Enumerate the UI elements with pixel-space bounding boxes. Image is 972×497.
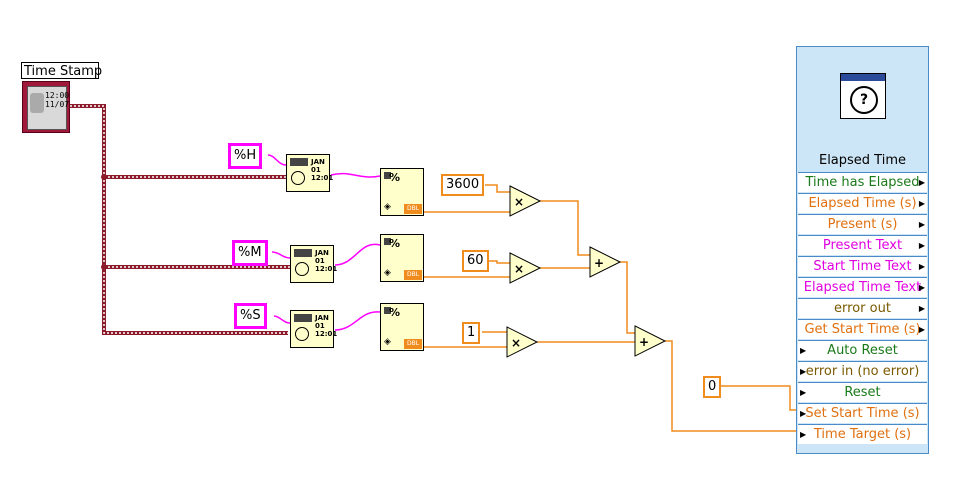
clock-icon <box>291 171 305 185</box>
output-terminal[interactable]: Elapsed Time Text▶ <box>798 277 927 297</box>
multiply-node-3 <box>506 326 539 358</box>
scan-string-node-1[interactable]: %◈DBL <box>380 168 424 216</box>
string-wire <box>334 243 381 266</box>
input-terminal[interactable]: ▶ Time Target (s) <box>798 424 927 444</box>
scan-string-node-3[interactable]: %◈DBL <box>380 303 424 351</box>
numeric-wire <box>665 340 797 432</box>
output-arrow-icon: ▶ <box>918 304 925 313</box>
multiply-symbol: × <box>514 262 524 276</box>
input-arrow-icon: ▶ <box>800 388 807 397</box>
output-arrow-icon: ▶ <box>918 241 925 250</box>
string-wire <box>330 172 381 178</box>
output-arrow-icon: ▶ <box>918 262 925 271</box>
output-terminal[interactable]: Time has Elapsed▶ <box>798 172 927 192</box>
multiply-node-2 <box>509 252 542 284</box>
terminal-label: Present Text <box>822 238 903 253</box>
output-terminal[interactable]: Start Time Text ▶ <box>798 256 927 276</box>
numeric-wire <box>720 385 797 411</box>
string-wire <box>273 315 291 324</box>
terminal-label: Start Time Text <box>813 259 912 274</box>
output-terminal[interactable]: error out ▶ <box>798 298 927 318</box>
terminal-label: Auto Reset <box>827 343 898 358</box>
elapsed-time-title: Elapsed Time <box>818 153 906 168</box>
add-symbol: + <box>639 335 649 349</box>
clock-icon <box>295 327 309 341</box>
multiply-node-1 <box>509 185 542 217</box>
terminal-label: Elapsed Time Text <box>803 280 922 295</box>
constant-3600[interactable]: 3600 <box>441 174 485 196</box>
stopwatch-icon: ? <box>840 73 886 119</box>
numeric-wire <box>485 184 510 193</box>
add-node-2 <box>634 325 667 357</box>
terminal-label: Reset <box>844 385 881 400</box>
input-arrow-icon: ▶ <box>800 430 807 439</box>
input-arrow-icon: ▶ <box>800 346 807 355</box>
input-terminal[interactable]: ▶ Reset <box>798 382 927 402</box>
input-terminal[interactable]: ▶Set Start Time (s) <box>798 403 927 423</box>
terminal-label: Get Start Time (s) <box>804 322 921 337</box>
elapsed-time-express-vi[interactable]: ? Elapsed Time Time has Elapsed▶Elapsed … <box>796 46 929 454</box>
output-terminal[interactable]: Elapsed Time (s)▶ <box>798 193 927 213</box>
timestamp-icon <box>30 93 44 113</box>
string-wire <box>267 154 287 166</box>
numeric-wire <box>540 200 590 256</box>
clock-icon <box>295 262 309 276</box>
constant-60[interactable]: 60 <box>462 250 489 272</box>
output-arrow-icon: ▶ <box>918 178 925 187</box>
output-terminal[interactable]: Present (s) ▶ <box>798 214 927 234</box>
add-node-1 <box>589 246 622 278</box>
output-arrow-icon: ▶ <box>918 283 925 292</box>
multiply-symbol: × <box>511 336 521 350</box>
format-string-minute[interactable]: %M <box>232 240 268 266</box>
timestamp-wire <box>70 104 288 335</box>
output-arrow-icon: ▶ <box>918 199 925 208</box>
multiply-symbol: × <box>514 195 524 209</box>
constant-1[interactable]: 1 <box>462 322 481 344</box>
constant-0[interactable]: 0 <box>703 376 722 398</box>
output-arrow-icon: ▶ <box>918 220 925 229</box>
numeric-wire <box>485 260 510 264</box>
string-wire <box>271 251 291 259</box>
terminal-label: error out <box>834 301 891 316</box>
input-arrow-icon: ▶ <box>800 367 807 376</box>
add-symbol: + <box>594 256 604 270</box>
input-terminal[interactable]: ▶error in (no error) <box>798 361 927 381</box>
time-stamp-label: Time Stamp <box>21 62 102 79</box>
string-wire <box>334 311 381 331</box>
terminal-label: Time Target (s) <box>813 427 912 442</box>
terminal-label: error in (no error) <box>805 364 920 379</box>
scan-string-node-2[interactable]: %◈DBL <box>380 234 424 282</box>
terminal-label: Time has Elapsed <box>805 175 920 190</box>
input-arrow-icon: ▶ <box>800 409 807 418</box>
output-terminal[interactable]: Present Text ▶ <box>798 235 927 255</box>
output-terminal[interactable]: Get Start Time (s)▶ <box>798 319 927 339</box>
input-terminal[interactable]: ▶ Auto Reset <box>798 340 927 360</box>
output-arrow-icon: ▶ <box>918 325 925 334</box>
terminal-label: Elapsed Time (s) <box>808 196 917 211</box>
terminal-label: Present (s) <box>827 217 898 232</box>
numeric-wire <box>620 261 635 334</box>
terminal-label: Set Start Time (s) <box>805 406 920 421</box>
format-string-second[interactable]: %S <box>234 303 267 329</box>
format-string-hour[interactable]: %H <box>228 143 263 169</box>
